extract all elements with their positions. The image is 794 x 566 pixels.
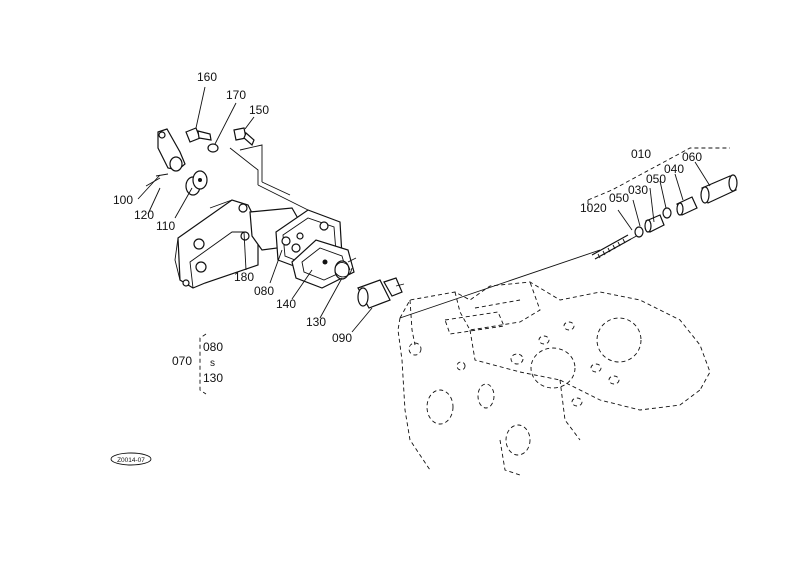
callout-120: 120 <box>134 208 154 222</box>
assembly-010-parts <box>587 147 738 238</box>
spring-130 <box>334 257 357 280</box>
fork-shaft-090 <box>357 277 405 309</box>
shaft-1020 <box>399 233 641 319</box>
engine-block <box>397 281 711 476</box>
callout-090: 090 <box>332 331 352 345</box>
collar-040 <box>676 196 698 216</box>
group-bottom: 130 <box>203 371 223 385</box>
washer-170 <box>207 143 219 153</box>
collar-030 <box>644 214 665 233</box>
washer-050 <box>634 226 644 238</box>
group-note-070: 070 080 s 130 <box>172 333 223 395</box>
callout-160: 160 <box>197 70 217 84</box>
callout-130: 130 <box>306 315 326 329</box>
callout-060: 060 <box>682 150 702 164</box>
bolt-160 <box>185 127 212 143</box>
callout-180: 180 <box>234 270 254 284</box>
callout-170: 170 <box>226 88 246 102</box>
callout-040: 040 <box>664 162 684 176</box>
callout-100: 100 <box>113 193 133 207</box>
leader-lines <box>137 86 711 333</box>
callout-labels: 160 170 150 100 120 110 180 080 140 130 … <box>113 70 702 345</box>
lever-100 <box>145 128 186 187</box>
bolt-150 <box>233 127 255 147</box>
group-top: 080 <box>203 340 223 354</box>
callout-010: 010 <box>631 147 651 161</box>
callout-140: 140 <box>276 297 296 311</box>
drawing-stamp: Z0014-07 <box>110 452 152 466</box>
callout-080: 080 <box>254 284 274 298</box>
sleeve-060 <box>700 174 738 204</box>
callout-030: 030 <box>628 183 648 197</box>
callout-050b: 050 <box>609 191 629 205</box>
callout-150: 150 <box>249 103 269 117</box>
washer-050b <box>662 207 672 219</box>
callout-1020: 1020 <box>580 201 607 215</box>
group-prefix: 070 <box>172 354 192 368</box>
bushing-110 <box>185 170 208 196</box>
group-separator: s <box>210 358 215 369</box>
callout-050a: 050 <box>646 172 666 186</box>
bracket-180 <box>174 199 259 289</box>
stamp-code: Z0014-07 <box>117 457 145 464</box>
callout-110: 110 <box>156 219 175 233</box>
